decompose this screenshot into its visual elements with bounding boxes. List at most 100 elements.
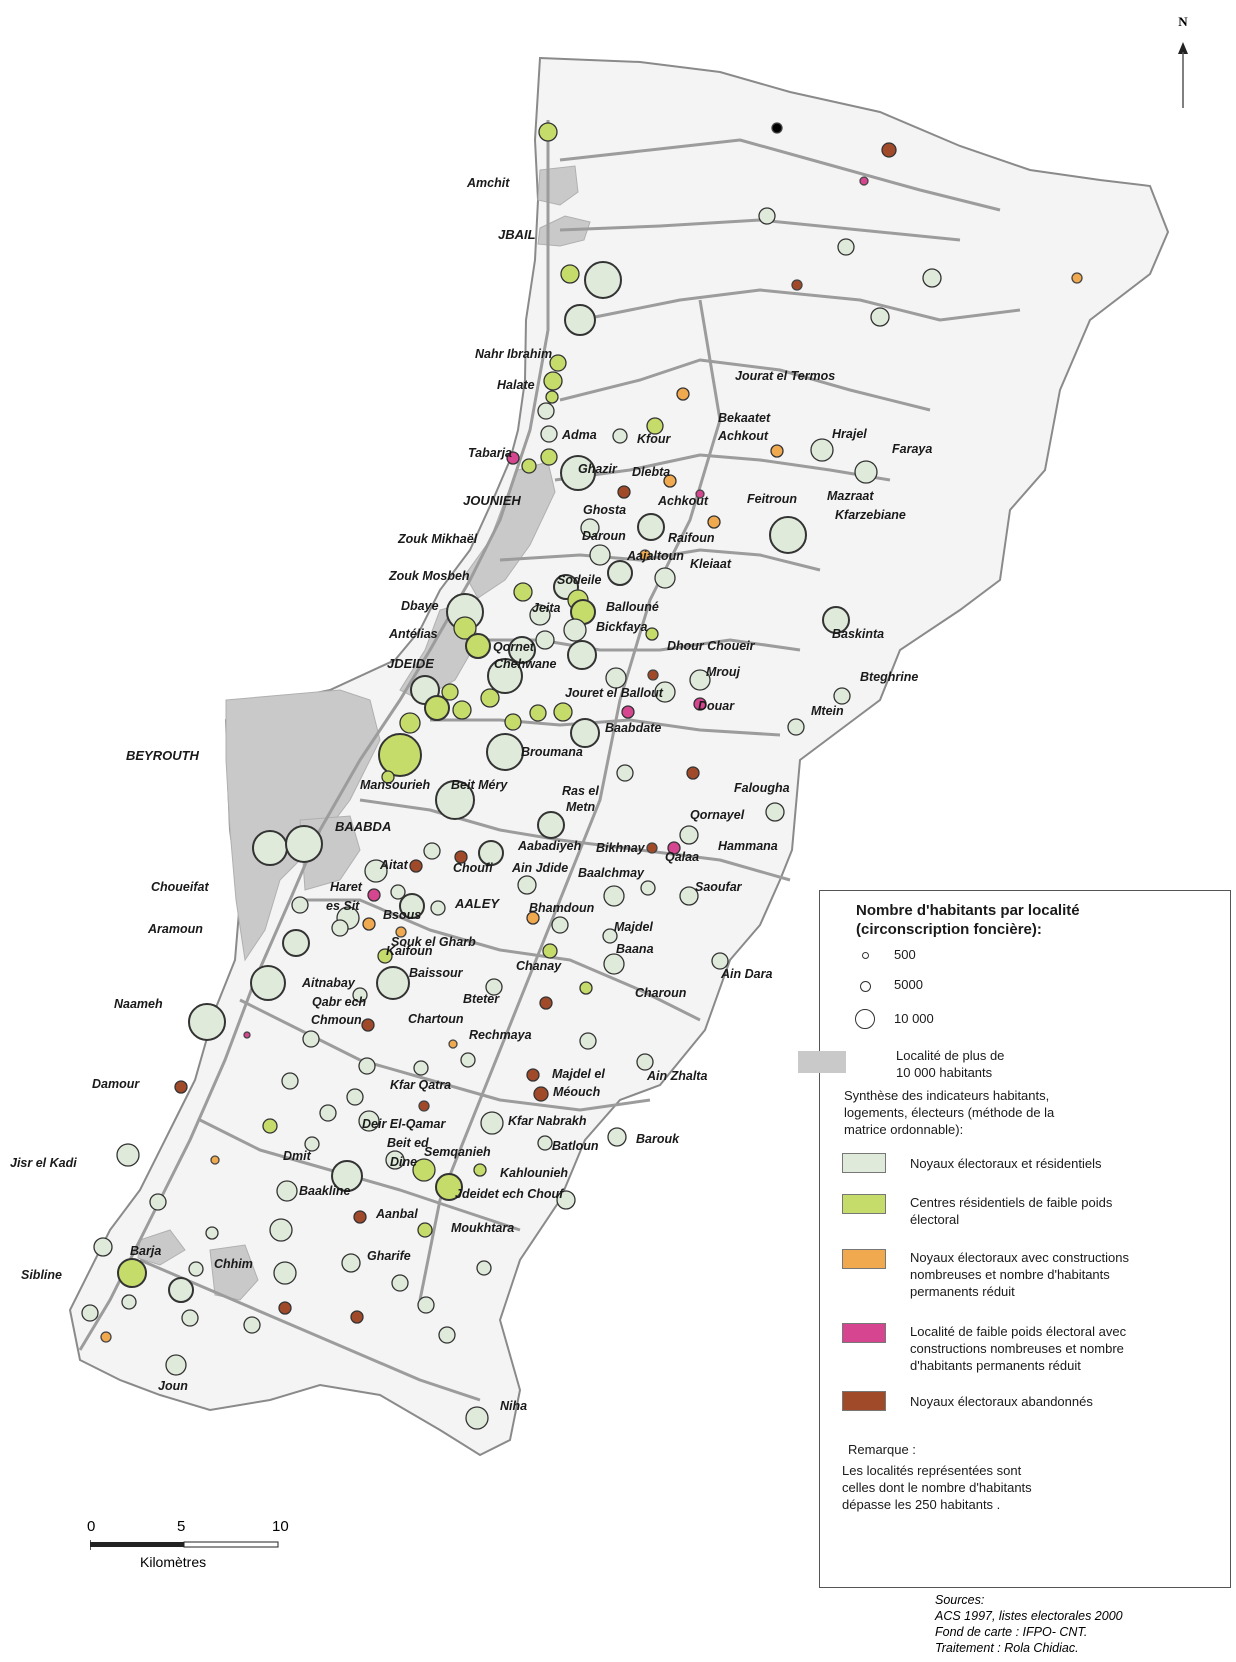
place-label-qabrechmoun: Qabr ech bbox=[312, 995, 367, 1009]
locality-symbol bbox=[250, 965, 286, 1001]
locality-symbol bbox=[476, 1260, 492, 1276]
place-label-choufi: Choufi bbox=[453, 861, 493, 875]
locality-symbol bbox=[612, 428, 628, 444]
locality-symbol bbox=[435, 780, 475, 820]
place-label-adma: Adma bbox=[561, 428, 597, 442]
locality-symbol bbox=[480, 1111, 504, 1135]
place-label-falougha: Falougha bbox=[734, 781, 790, 795]
locality-symbol bbox=[438, 1326, 456, 1344]
locality-symbol bbox=[81, 1304, 99, 1322]
locality-symbol bbox=[579, 981, 593, 995]
locality-symbol bbox=[441, 683, 459, 701]
place-label-deir-el-qamar: Deir El-Qamar bbox=[362, 1117, 447, 1131]
place-label-bekaatet-achkout-2: Achkout bbox=[717, 429, 769, 443]
locality-symbol bbox=[506, 451, 520, 465]
locality-symbol bbox=[567, 640, 597, 670]
place-label-mrouj: Mrouj bbox=[706, 665, 741, 679]
place-label-dlebta: Dlebta bbox=[632, 465, 670, 479]
locality-symbol bbox=[364, 859, 388, 883]
road-aaley bbox=[300, 898, 701, 1022]
place-label-qornet-chehwane: Qornet bbox=[493, 640, 535, 654]
place-label-antelias: Antélias bbox=[388, 627, 438, 641]
place-label-kfour: Kfour bbox=[637, 432, 671, 446]
locality-symbol bbox=[424, 695, 450, 721]
place-label-ras-el-metn-2: Metn bbox=[566, 800, 596, 814]
locality-symbol bbox=[637, 513, 665, 541]
scale-tick-5: 5 bbox=[177, 1518, 186, 1535]
place-label-ras-el-metn: Ras el bbox=[562, 784, 599, 798]
locality-symbol bbox=[508, 636, 536, 664]
place-label-chhim: Chhim bbox=[214, 1257, 253, 1271]
locality-symbol bbox=[252, 830, 288, 866]
locality-symbol bbox=[529, 604, 551, 626]
north-arrow: N bbox=[1168, 14, 1198, 115]
locality-symbol bbox=[361, 1018, 375, 1032]
place-label-kfarzebiane: Kfarzebiane bbox=[835, 508, 906, 522]
locality-symbol bbox=[480, 688, 500, 708]
sources-credits: Sources: ACS 1997, listes electorales 20… bbox=[935, 1593, 1123, 1655]
locality-symbol bbox=[205, 1226, 219, 1240]
locality-symbol bbox=[922, 268, 942, 288]
locality-symbol bbox=[453, 616, 477, 640]
locality-symbol bbox=[100, 1331, 112, 1343]
locality-symbol bbox=[285, 825, 323, 863]
place-label-gharife: Gharife bbox=[367, 1249, 411, 1263]
place-label-majdel-meouch-2: Méouch bbox=[553, 1085, 601, 1099]
coastal-road bbox=[78, 120, 550, 1351]
locality-symbol bbox=[188, 1261, 204, 1277]
locality-symbol bbox=[663, 474, 677, 488]
place-label-aitat: Aitat bbox=[379, 858, 409, 872]
road-metn-1 bbox=[499, 548, 821, 572]
locality-symbol bbox=[758, 207, 776, 225]
place-label-haret-el-sit-2: es Sit bbox=[326, 899, 360, 913]
locality-symbol bbox=[711, 952, 729, 970]
locality-symbol bbox=[278, 1301, 292, 1315]
place-label-kleiaat: Kleiaat bbox=[690, 557, 732, 571]
place-label-achkout: Achkout bbox=[657, 494, 709, 508]
locality-symbol bbox=[584, 261, 622, 299]
place-label-aanbal: Aanbal bbox=[375, 1207, 418, 1221]
locality-symbol bbox=[331, 919, 349, 937]
locality-symbol bbox=[93, 1237, 113, 1257]
locality-symbol bbox=[605, 667, 627, 689]
locality-symbol bbox=[460, 1052, 476, 1068]
locality-symbol bbox=[385, 1150, 405, 1170]
locality-symbol bbox=[560, 455, 596, 491]
swatch-faible-poids bbox=[842, 1323, 886, 1343]
place-label-niha: Niha bbox=[500, 1399, 527, 1413]
size-circle-icon bbox=[862, 952, 869, 959]
road-kesrouan bbox=[559, 358, 931, 412]
locality-symbol bbox=[603, 953, 625, 975]
locality-symbol bbox=[645, 627, 659, 641]
place-label-aajaltoun: Aajaltoun bbox=[626, 549, 684, 563]
locality-symbol bbox=[465, 633, 491, 659]
locality-symbol bbox=[570, 718, 600, 748]
locality-symbol bbox=[542, 943, 558, 959]
place-label-jbail: JBAIL bbox=[498, 227, 536, 242]
locality-symbol bbox=[478, 840, 504, 866]
place-label-qornet-chehwane-2: Chehwane bbox=[494, 657, 557, 671]
legend-size-5000: 5000 bbox=[820, 977, 1220, 1001]
locality-symbol bbox=[707, 515, 721, 529]
locality-symbol bbox=[667, 841, 681, 855]
locality-symbol bbox=[358, 1110, 380, 1132]
place-label-barouk: Barouk bbox=[636, 1132, 680, 1146]
legend-size-10000: 10 000 bbox=[820, 1009, 1220, 1033]
place-label-jeita: Jeita bbox=[532, 601, 561, 615]
place-label-hammana: Hammana bbox=[718, 839, 778, 853]
legend-size-500: 500 bbox=[820, 947, 1220, 971]
place-label-feitroun: Feitroun bbox=[747, 492, 797, 506]
locality-symbol bbox=[765, 802, 785, 822]
north-label: N bbox=[1178, 14, 1188, 29]
locality-symbol bbox=[589, 544, 611, 566]
place-label-bikhnay: Bikhnay bbox=[596, 841, 646, 855]
locality-symbol bbox=[291, 896, 309, 914]
urban-barja bbox=[137, 1229, 186, 1266]
road-north-3 bbox=[579, 288, 1021, 322]
place-label-beit-ed-dine-2: Dine bbox=[390, 1155, 417, 1169]
locality-symbol bbox=[640, 880, 656, 896]
locality-symbol bbox=[473, 1163, 487, 1177]
locality-symbol bbox=[854, 460, 878, 484]
locality-symbol bbox=[791, 279, 803, 291]
road-baabda bbox=[359, 798, 791, 882]
